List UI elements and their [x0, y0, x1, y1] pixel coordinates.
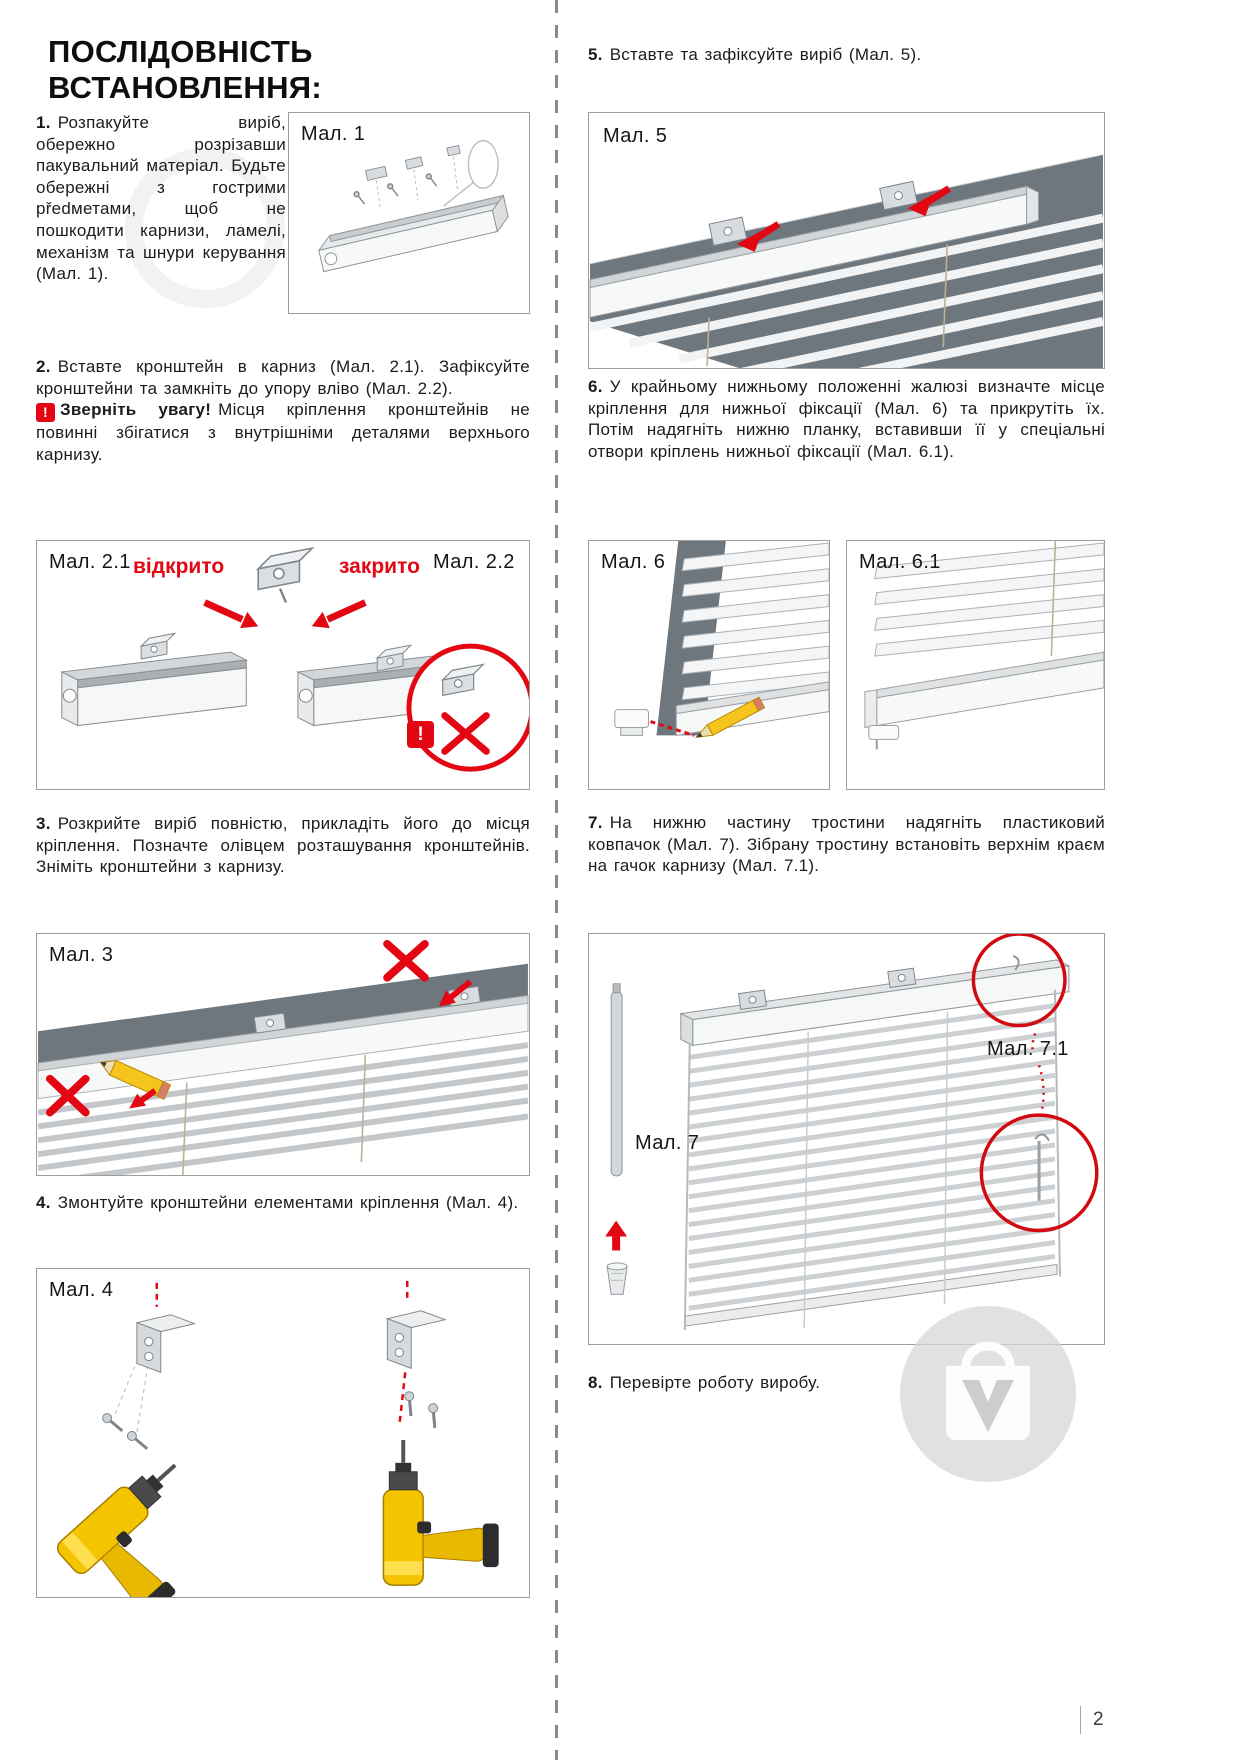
step-3-number: 3. — [36, 814, 51, 833]
figure-2-illustration-bracket-in-headrail — [61, 547, 529, 772]
step-6-text: 6.У крайньому нижньому положенні жалюзі … — [588, 377, 1105, 461]
figure-5-label: Мал. 5 — [603, 125, 668, 147]
step-5-text: 5.Вставте та зафіксуйте виріб (Мал. 5). — [588, 45, 922, 64]
step-5-number: 5. — [588, 45, 603, 64]
figure-5: Мал. 5 — [588, 112, 1105, 369]
figure-6-1-label: Мал. 6.1 — [859, 551, 941, 573]
figure-2: Мал. 2.1 відкрито закрито Мал. 2.2 ! — [36, 540, 530, 790]
step-1: 1.Розпакуйте виріб, обережно розрізавши … — [36, 112, 286, 285]
page-title: ПОСЛІДОВНІСТЬ ВСТАНОВЛЕННЯ: — [48, 34, 323, 105]
step-7-text: 7.На нижню частину тростини надягніть пл… — [588, 813, 1105, 876]
warning-label: Зверніть увагу! — [60, 400, 212, 420]
step-6: 6.У крайньому нижньому положенні жалюзі … — [588, 376, 1105, 462]
figure-7: Мал. 7 Мал. 7.1 — [588, 933, 1105, 1345]
step-5: 5.Вставте та зафіксуйте виріб (Мал. 5). — [588, 44, 1100, 66]
figure-2-2-label: Мал. 2.2 — [433, 551, 515, 573]
figure-6-label: Мал. 6 — [601, 551, 666, 573]
step-3: 3.Розкрийте виріб повністю, прикладіть й… — [36, 813, 530, 878]
figure-3: Мал. 3 — [36, 933, 530, 1176]
figure-4-illustration-mounting-brackets-with-drills — [52, 1280, 501, 1597]
figure-7-1-label: Мал. 7.1 — [987, 1038, 1069, 1060]
figure-1: Мал. 1 — [288, 112, 530, 314]
figure-6-1: Мал. 6.1 — [846, 540, 1105, 790]
figure-2-open-label: відкрито — [133, 555, 225, 578]
step-8: 8.Перевірте роботу виробу. — [588, 1372, 1105, 1394]
brand-watermark-bag-icon — [900, 1306, 1076, 1482]
column-divider — [555, 0, 558, 1760]
step-4-text: 4.Змонтуйте кронштейни елементами кріпле… — [36, 1193, 519, 1212]
figure-3-illustration-marking-with-pencil — [37, 939, 529, 1175]
step-2-warning: !Зверніть увагу!Місця кріплення кронштей… — [36, 399, 530, 465]
step-4-number: 4. — [36, 1193, 51, 1212]
attention-badge: ! — [407, 721, 434, 748]
page-number: 2 — [1080, 1706, 1104, 1734]
step-2: 2.Вставте кронштейн в карниз (Мал. 2.1).… — [36, 356, 530, 465]
figure-4-label: Мал. 4 — [49, 1279, 114, 1301]
figure-1-illustration-headrail-exploded — [317, 140, 509, 273]
step-8-text: 8.Перевірте роботу виробу. — [588, 1373, 821, 1392]
step-2-number: 2. — [36, 357, 51, 376]
warning-text: Місця кріплення кронштейнів не повинні з… — [36, 400, 530, 464]
figure-3-label: Мал. 3 — [49, 944, 114, 966]
figure-6-illustration-mark-bottom-fixation — [614, 541, 829, 739]
step-8-number: 8. — [588, 1373, 603, 1392]
figure-4: Мал. 4 — [36, 1268, 530, 1598]
step-7-number: 7. — [588, 813, 603, 832]
step-1-number: 1. — [36, 113, 51, 132]
figure-7-label: Мал. 7 — [635, 1132, 700, 1154]
step-7: 7.На нижню частину тростини надягніть пл… — [588, 812, 1105, 877]
step-2-text: 2.Вставте кронштейн в карниз (Мал. 2.1).… — [36, 357, 530, 398]
step-6-number: 6. — [588, 377, 603, 396]
figure-1-label: Мал. 1 — [301, 123, 366, 145]
figure-6-1-illustration-bottom-rail-fixation — [864, 541, 1104, 750]
figure-5-illustration-insert-and-fix-product — [589, 154, 1104, 368]
figure-2-1-label: Мал. 2.1 — [49, 551, 131, 573]
warning-icon: ! — [36, 403, 55, 423]
step-3-text: 3.Розкрийте виріб повністю, прикладіть й… — [36, 814, 530, 877]
figure-7-illustration-wand-and-assembled-blinds — [605, 934, 1099, 1331]
figure-6: Мал. 6 — [588, 540, 830, 790]
figure-2-closed-label: закрито — [339, 555, 420, 578]
step-4: 4.Змонтуйте кронштейни елементами кріпле… — [36, 1192, 530, 1214]
step-1-text: 1.Розпакуйте виріб, обережно розрізавши … — [36, 113, 286, 284]
